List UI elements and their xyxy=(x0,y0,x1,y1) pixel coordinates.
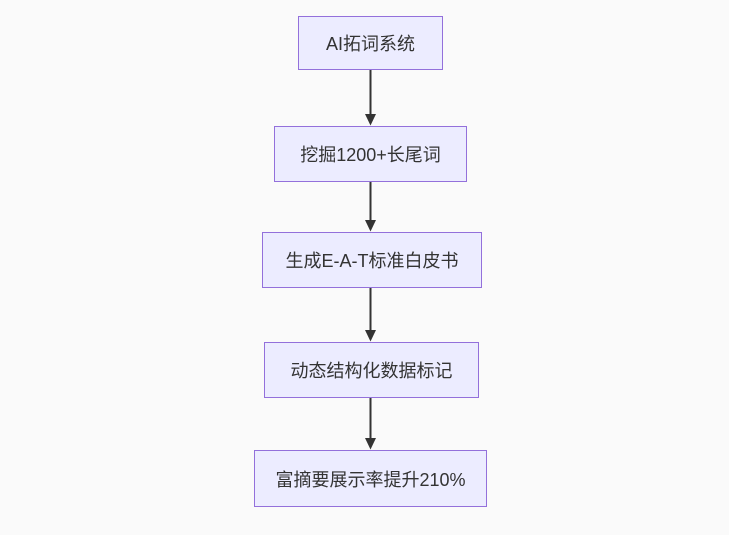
edge-arrow-4 xyxy=(365,398,376,450)
flow-node-step-1-label: AI拓词系统 xyxy=(325,34,415,54)
edge-arrow-2 xyxy=(365,182,376,232)
flow-node-step-4: 动态结构化数据标记 xyxy=(264,342,479,398)
flow-node-step-4-label: 动态结构化数据标记 xyxy=(290,361,453,381)
flow-node-step-2-label: 挖掘1200+长尾词 xyxy=(300,145,441,165)
flow-node-step-5: 富摘要展示率提升210% xyxy=(254,450,487,507)
flow-node-step-3: 生成E-A-T标准白皮书 xyxy=(262,232,482,288)
edge-arrow-3 xyxy=(365,288,376,342)
flow-node-step-1: AI拓词系统 xyxy=(298,16,443,70)
edge-arrow-1 xyxy=(365,70,376,126)
flow-node-step-5-label: 富摘要展示率提升210% xyxy=(275,469,466,490)
flow-node-step-3-label: 生成E-A-T标准白皮书 xyxy=(285,251,459,271)
flow-node-step-2: 挖掘1200+长尾词 xyxy=(274,126,467,182)
